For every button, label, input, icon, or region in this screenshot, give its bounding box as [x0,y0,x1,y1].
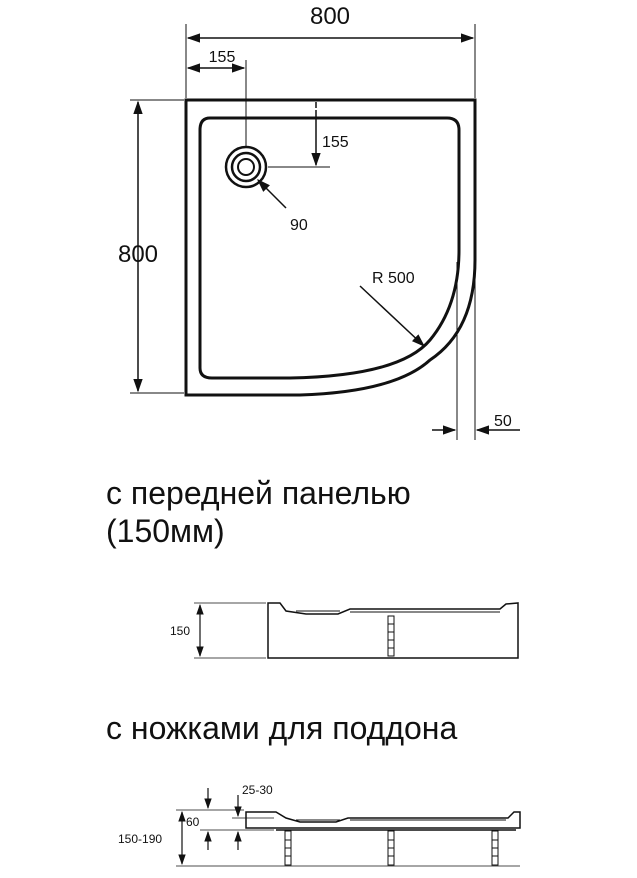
drain-icon [224,145,268,189]
leg-left-icon [284,830,292,866]
tray-outer-outline [184,98,477,397]
label-total-height: 150-190 [118,832,162,846]
top-view-labels: 800 800 155 155 90 R 500 50 [118,3,512,430]
caption-legs: с ножками для поддона [106,709,457,747]
label-adjust-range: 25-30 [242,783,273,797]
leg-middle-icon [387,830,395,866]
label-rim-offset: 50 [494,413,512,430]
label-width-800: 800 [310,3,350,30]
tray-inner-basin [198,116,461,380]
front-panel-view [194,602,519,659]
support-leg-icon [387,615,395,657]
caption-legs-text: с ножками для поддона [106,710,458,746]
label-drain-y: 155 [322,134,349,151]
leg-right-icon [491,830,499,866]
caption-front-panel: с передней панелью (150мм) [106,474,411,550]
top-view [130,24,520,440]
label-radius: R 500 [372,270,415,287]
tray-legs-profile [245,811,521,829]
label-height-800: 800 [118,241,158,268]
caption-front-panel-line2: (150мм) [106,513,225,549]
tray-side-profile [267,602,519,659]
legs-view [176,788,521,867]
label-front-height: 150 [170,624,190,638]
leader-radius [359,285,425,347]
label-drain-diameter: 90 [290,217,308,234]
caption-front-panel-line1: с передней панелью [106,475,411,511]
label-drain-x: 155 [209,49,236,66]
leader-drain-diameter [257,179,287,209]
label-tray-height: 60 [186,815,200,829]
